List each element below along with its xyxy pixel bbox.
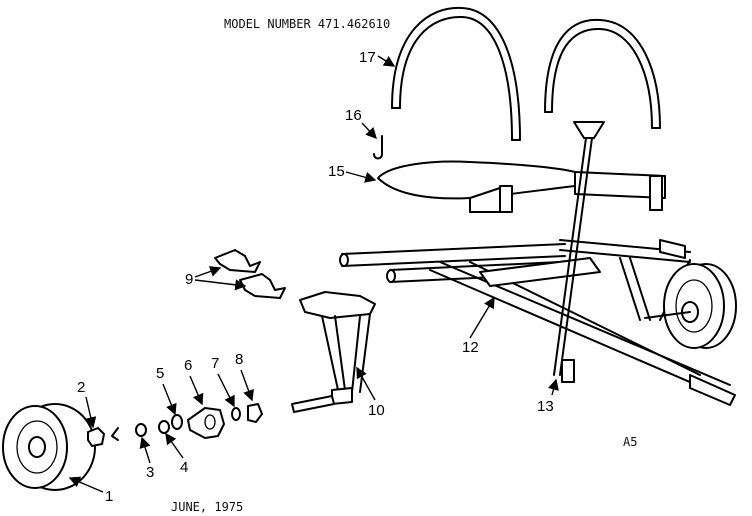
clamps [214, 249, 286, 299]
callout-9: 9 [185, 271, 193, 288]
page-code: A5 [623, 435, 637, 449]
callout-12: 12 [462, 339, 479, 356]
date-label: JUNE, 1975 [171, 500, 243, 514]
callout-2: 2 [77, 379, 85, 396]
callout-15: 15 [328, 163, 345, 180]
callout-13: 13 [537, 398, 554, 415]
canopy-hoops [391, 6, 661, 141]
callout-7: 7 [211, 355, 219, 372]
axle-hardware [87, 403, 263, 447]
seat [377, 160, 666, 213]
callout-8: 8 [235, 351, 243, 368]
callout-10: 10 [368, 402, 385, 419]
front-wheel [2, 403, 96, 491]
callout-4: 4 [180, 459, 188, 476]
handle [553, 121, 605, 383]
callout-16: 16 [345, 107, 362, 124]
hook [373, 135, 383, 160]
callout-5: 5 [156, 365, 164, 382]
callout-3: 3 [146, 464, 154, 481]
stand [291, 291, 376, 413]
callouts: 17 16 15 9 12 13 10 2 5 6 7 8 3 4 1 [68, 49, 559, 505]
rear-wheel [644, 263, 737, 349]
callout-17: 17 [359, 49, 376, 66]
callout-1: 1 [105, 488, 113, 505]
frame [339, 239, 736, 406]
model-number: MODEL NUMBER 471.462610 [224, 17, 390, 31]
callout-6: 6 [184, 357, 192, 374]
